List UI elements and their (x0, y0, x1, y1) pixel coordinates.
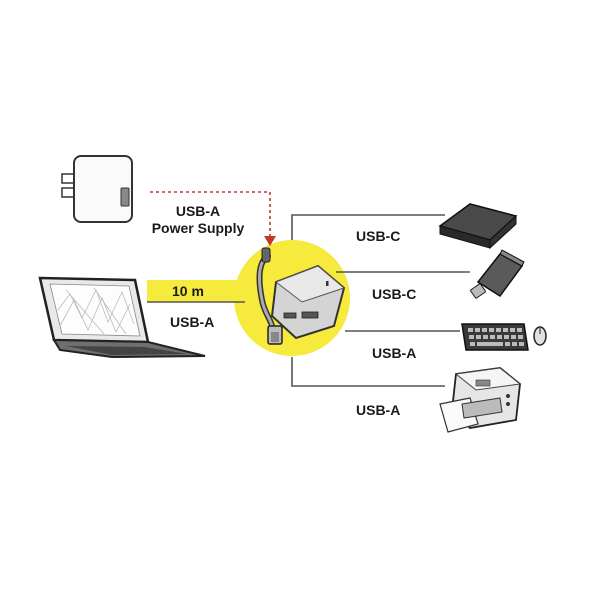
laptop-icon (38, 276, 206, 359)
power-supply-label: USB-A Power Supply (150, 203, 246, 237)
power-supply-icon (61, 155, 133, 223)
power-line (150, 191, 271, 238)
line-to-drive (291, 214, 445, 240)
external-drive-icon (438, 203, 518, 250)
port-label-stick: USB-C (372, 286, 417, 302)
usb-stick-icon (470, 249, 525, 299)
port-lines (147, 214, 470, 387)
usb-hub-icon (256, 247, 346, 345)
port-label-printer: USB-A (356, 402, 401, 418)
power-arrow-head (264, 236, 276, 246)
port-label-drive: USB-C (356, 228, 401, 244)
line-to-printer (291, 357, 445, 387)
power-supply-label-line1: USB-A (175, 203, 221, 219)
power-supply-label-line2: Power Supply (151, 220, 245, 236)
port-label-keyboard: USB-A (372, 345, 417, 361)
keyboard-mouse-icon (461, 323, 547, 351)
host-connector-label: USB-A (170, 314, 215, 330)
cable-length-band (147, 280, 243, 302)
cable-length-label: 10 m (172, 283, 204, 299)
printer-icon (439, 367, 522, 433)
